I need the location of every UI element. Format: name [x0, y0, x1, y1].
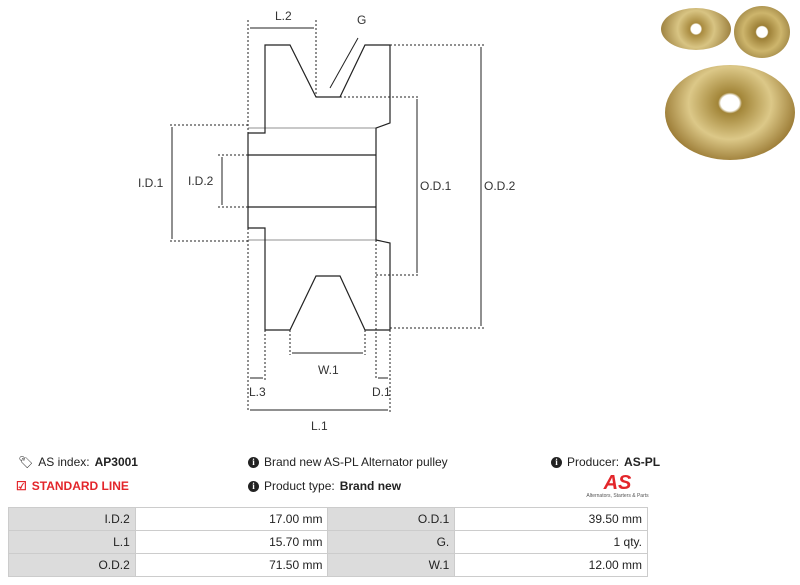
dimension-arrows [171, 27, 482, 411]
label-l1: L.1 [311, 419, 328, 433]
dimension-lines [170, 20, 485, 412]
product-photo-washer-small [661, 8, 731, 50]
label-w1: W.1 [318, 363, 339, 377]
label-l3: L.3 [249, 385, 266, 399]
info-icon: i [248, 456, 259, 468]
info-icon: i [248, 480, 259, 492]
label-g: G [357, 13, 366, 27]
checkbox-icon: ☑ [16, 479, 27, 493]
pulley-outline [247, 44, 391, 331]
standard-line-badge: ☑STANDARD LINE [16, 479, 129, 493]
info-icon: i [551, 456, 562, 468]
label-od2: O.D.2 [484, 179, 516, 193]
pulley-dimension-diagram: L.2 G I.D.1 I.D.2 O.D.1 O.D.2 W.1 L.3 D.… [138, 9, 516, 433]
label-od1: O.D.1 [420, 179, 452, 193]
product-photo-washer-flat [734, 6, 790, 58]
label-id1: I.D.1 [138, 176, 164, 190]
tags-icon: 🏷︎ [18, 455, 34, 469]
as-index: 🏷︎AS index:AP3001 [18, 455, 138, 469]
label-l2: L.2 [275, 9, 292, 23]
label-id2: I.D.2 [188, 174, 214, 188]
as-pl-logo: AS Alternators, Starters & Parts [585, 472, 650, 499]
product-photo-pulley [665, 65, 795, 160]
label-d1: D.1 [372, 385, 391, 399]
